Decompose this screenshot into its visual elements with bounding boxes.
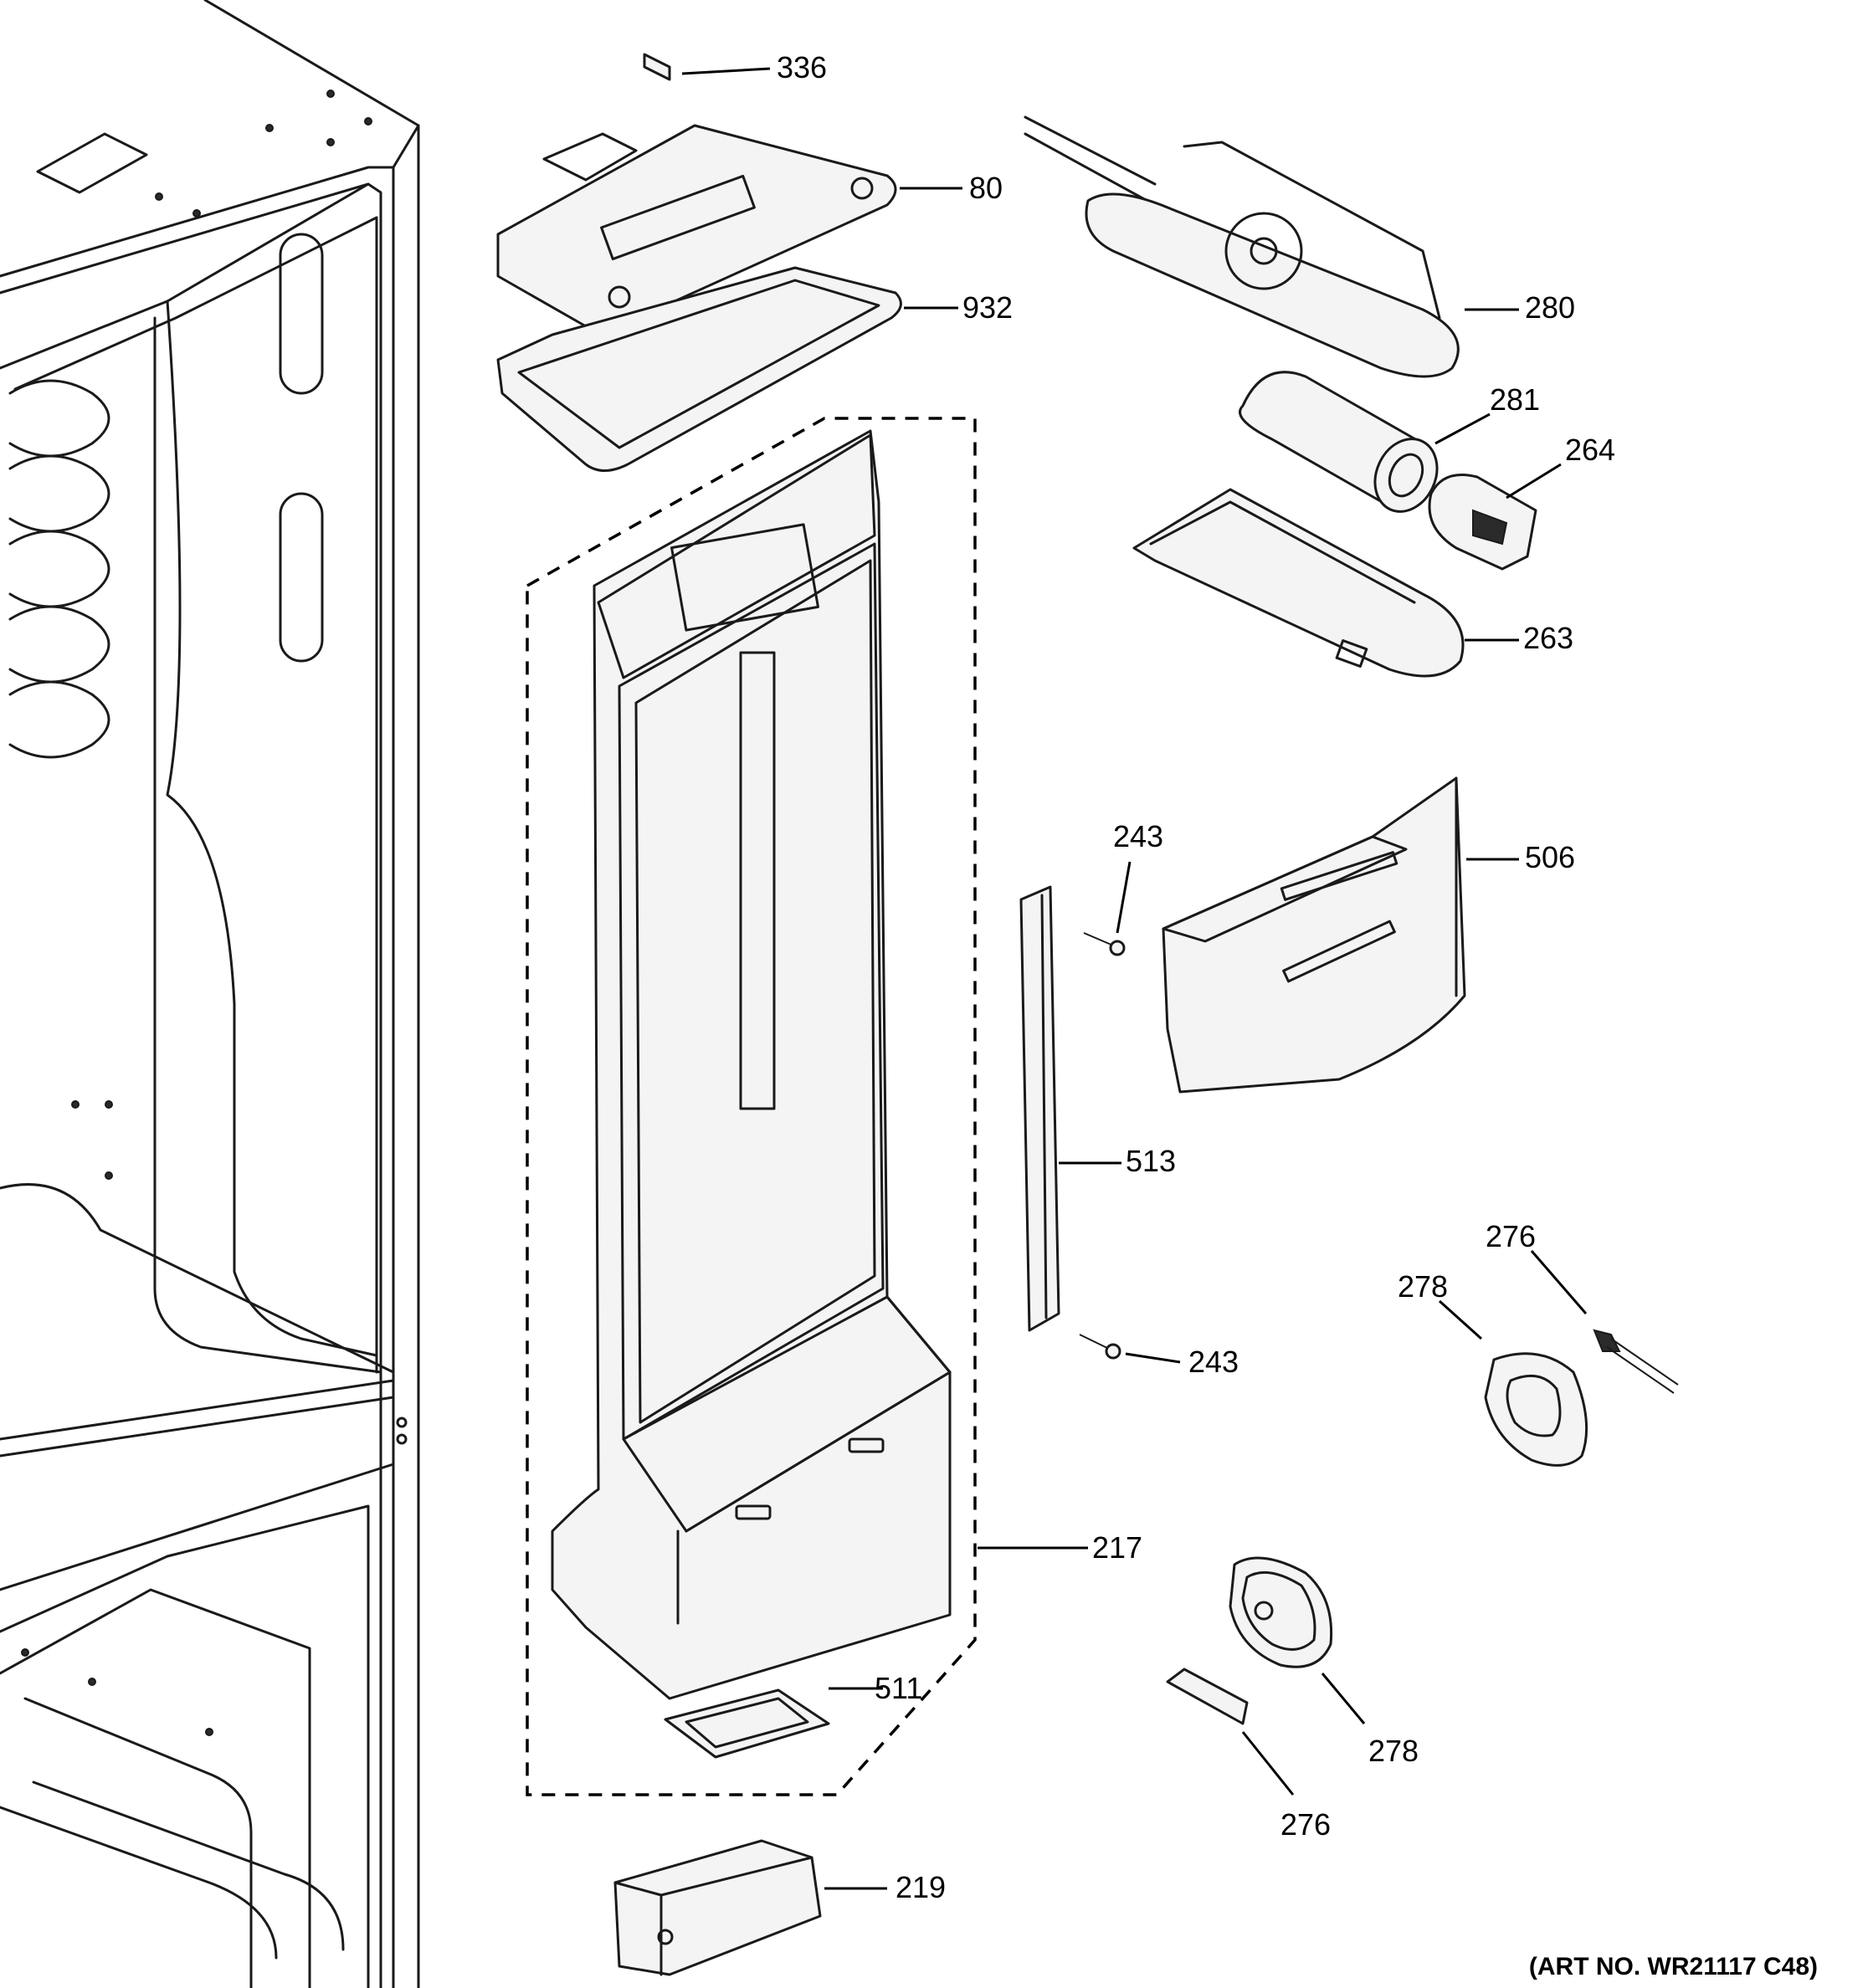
- part-278-bezel-lower: 278: [1229, 1556, 1419, 1768]
- callout-243-lower: 243: [1188, 1345, 1239, 1379]
- part-280-filter-housing: 280: [1024, 115, 1575, 378]
- part-264-filter-cap: 264: [1428, 433, 1615, 571]
- callout-280: 280: [1525, 290, 1575, 325]
- callout-80: 80: [969, 171, 1003, 205]
- art-number: (ART NO. WR21117 C48): [1529, 1953, 1818, 1980]
- callout-506: 506: [1525, 840, 1575, 874]
- callout-219: 219: [896, 1870, 946, 1904]
- part-219-chute: 219: [613, 1839, 946, 1976]
- callout-264: 264: [1565, 433, 1615, 467]
- callout-932: 932: [962, 290, 1013, 325]
- part-217-dispenser-assembly: 217: [526, 417, 1142, 1796]
- callout-513: 513: [1126, 1144, 1176, 1178]
- part-506-dispenser-cover: 506: [1162, 776, 1575, 1094]
- part-513-rail: 513: [1019, 885, 1176, 1332]
- callout-243-upper: 243: [1113, 819, 1163, 853]
- callout-278-lower: 278: [1368, 1734, 1419, 1768]
- part-243-screw-upper: 243: [1083, 819, 1163, 956]
- part-281-filter-cartridge: 281: [1239, 371, 1540, 513]
- part-278-bezel-upper: 278: [1398, 1269, 1588, 1467]
- part-336-pin: 336: [643, 50, 827, 85]
- callout-336: 336: [777, 50, 827, 85]
- part-263-filter-cover: 263: [1132, 488, 1573, 678]
- callout-278-upper: 278: [1398, 1269, 1448, 1304]
- part-276-sensor-upper: 276: [1486, 1219, 1679, 1394]
- part-243-screw-lower: 243: [1079, 1334, 1239, 1379]
- part-276-sensor-lower: 276: [1166, 1668, 1331, 1842]
- callout-511: 511: [875, 1671, 922, 1705]
- part-511-pad: 511: [664, 1671, 922, 1759]
- refrigerator-cabinet: [0, 0, 420, 1988]
- callout-263: 263: [1523, 621, 1573, 655]
- callout-281: 281: [1490, 382, 1540, 417]
- callout-217: 217: [1092, 1530, 1142, 1565]
- callout-276-lower: 276: [1280, 1807, 1331, 1842]
- callout-276-upper: 276: [1486, 1219, 1536, 1253]
- part-932-frame: 932: [496, 266, 1013, 472]
